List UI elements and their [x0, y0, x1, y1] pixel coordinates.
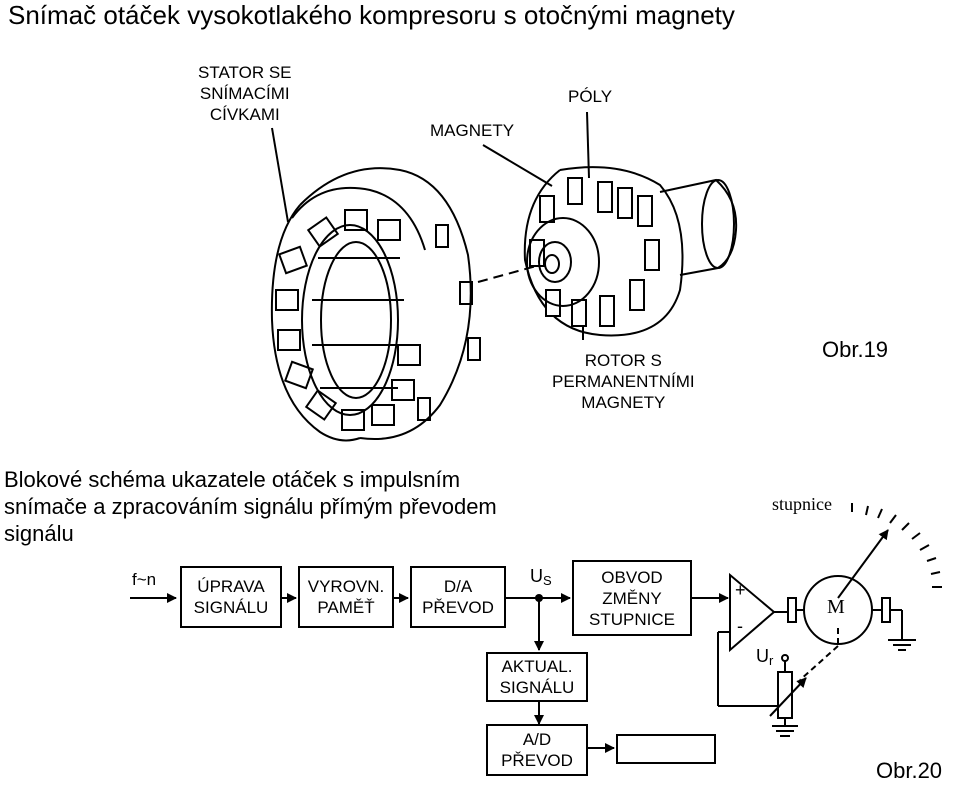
block-ad-prevod: A/D PŘEVOD	[486, 724, 588, 776]
block-text: VYROVN.	[307, 577, 385, 596]
block-text: A/D	[522, 730, 552, 749]
block-text: PŘEVOD	[501, 751, 573, 770]
block-vyrovn-pamet: VYROVN. PAMĚŤ	[298, 566, 394, 628]
us-label: US	[530, 566, 552, 588]
rotor-body	[523, 166, 684, 337]
magnets-leader-line	[482, 144, 553, 187]
block-text: PAMĚŤ	[317, 598, 375, 617]
figure-20-caption: Obr.20	[876, 758, 943, 783]
block-diagram-heading: Blokové schéma ukazatele otáček s impuls…	[4, 466, 497, 547]
stator-label-line: SNÍMACÍMI	[199, 84, 290, 103]
stator-label-line: STATOR SE	[198, 63, 292, 82]
ur-label: Ur	[756, 646, 773, 668]
stator-label: STATOR SE SNÍMACÍMI CÍVKAMI	[198, 62, 292, 125]
figure-19-caption: Obr.19	[822, 337, 889, 362]
block-text: ZMĚNY	[602, 588, 662, 608]
block-text: AKTUAL.	[501, 657, 573, 676]
heading-line: snímače a zpracováním signálu přímým pře…	[4, 494, 497, 519]
block-text: STUPNICE	[589, 609, 675, 629]
block-da-prevod: D/A PŘEVOD	[410, 566, 506, 628]
stator-leader-line	[271, 127, 289, 223]
motor-brush-left	[787, 597, 797, 623]
rotor-label-line: MAGNETY	[581, 393, 666, 412]
magnets-label: MAGNETY	[430, 121, 515, 140]
ur-subscript: r	[769, 653, 774, 668]
amplifier-triangle	[729, 572, 776, 653]
block-text: D/A	[443, 577, 473, 596]
block-text: SIGNÁLU	[499, 678, 575, 697]
us-symbol: U	[530, 566, 543, 586]
block-text: PŘEVOD	[422, 598, 494, 617]
motor-label: M	[827, 596, 845, 618]
rotor-label-line: PERMANENTNÍMI	[552, 372, 695, 391]
motor-brush-right	[881, 597, 891, 623]
block-aktual-signalu: AKTUAL. SIGNÁLU	[486, 652, 588, 702]
block-text: SIGNÁLU	[193, 598, 269, 617]
input-label: f~n	[132, 570, 157, 589]
block-text: OBVOD	[601, 567, 663, 587]
rotor-label: ROTOR S PERMANENTNÍMI MAGNETY	[552, 350, 695, 413]
block-displej	[616, 734, 716, 764]
block-uprava-signalu: ÚPRAVA SIGNÁLU	[180, 566, 282, 628]
heading-line: signálu	[4, 521, 74, 546]
scale-label: stupnice	[772, 494, 832, 514]
poles-label: PÓLY	[568, 87, 613, 106]
block-text: ÚPRAVA	[197, 577, 265, 596]
page-title: Snímač otáček vysokotlakého kompresoru s…	[8, 0, 735, 30]
us-subscript: S	[543, 573, 552, 588]
amp-minus-label: -	[737, 616, 743, 636]
stator-front-rim	[270, 204, 361, 442]
rotor-label-line: ROTOR S	[584, 351, 662, 370]
ur-symbol: U	[756, 646, 769, 666]
gauge-needle	[837, 529, 889, 599]
stator-label-line: CÍVKAMI	[209, 105, 280, 124]
heading-line: Blokové schéma ukazatele otáček s impuls…	[4, 467, 461, 492]
amp-plus-label: +	[735, 580, 746, 600]
junction-dot	[535, 594, 543, 602]
